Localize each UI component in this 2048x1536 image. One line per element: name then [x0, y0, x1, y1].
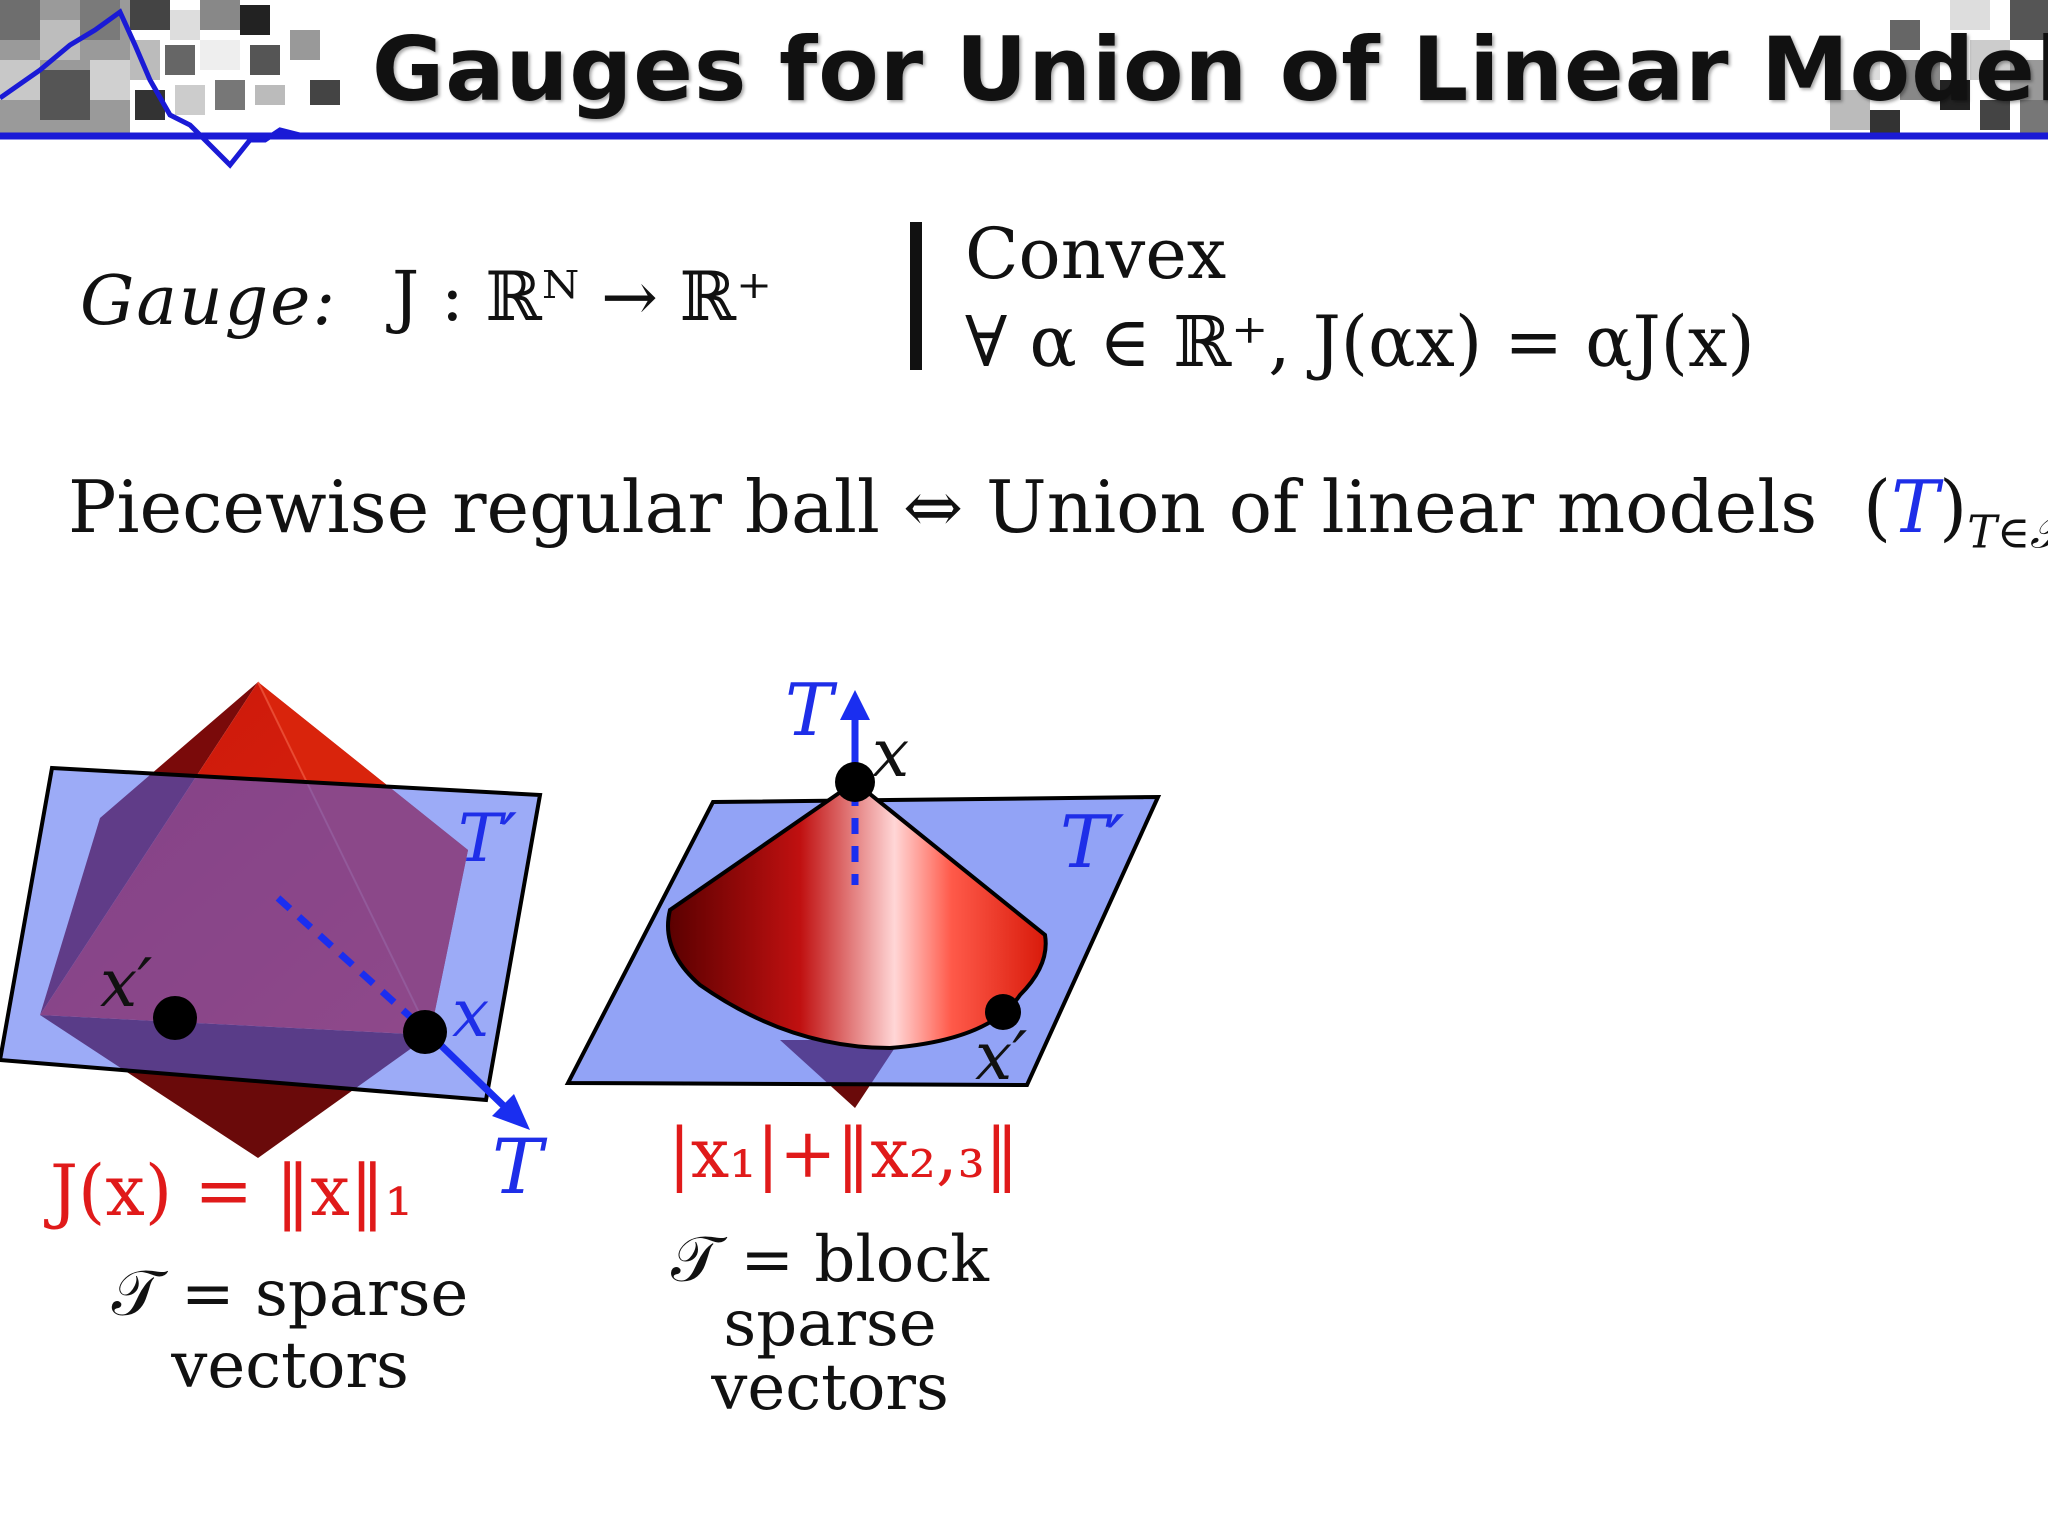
family-subscript: T∈𝒯 — [1967, 506, 2048, 559]
label-x-prime-right: x′ — [975, 1018, 1028, 1095]
caption-right: 𝒯 = block sparse vectors — [640, 1228, 1020, 1420]
point-x-prime-left — [153, 996, 197, 1040]
label-T-prime-right: T′ — [1060, 800, 1125, 884]
equivalence-statement: Piecewise regular ball ⇔ Union of linear… — [68, 465, 2048, 559]
header-curve — [0, 8, 301, 169]
cone-body — [666, 779, 1048, 1051]
label-T-left: T — [492, 1122, 543, 1211]
gauge-definition: J : ℝᴺ → ℝ⁺ — [392, 258, 772, 337]
point-x-left — [403, 1010, 447, 1054]
tangent-plane-left — [0, 765, 543, 1103]
header-decoration — [0, 0, 2048, 169]
caption-left-line1: 𝒯 = sparse — [111, 1257, 469, 1331]
slide-title: Gauges for Union of Linear Models — [372, 18, 2048, 121]
point-x-prime-right — [985, 994, 1021, 1030]
family-open: ( — [1862, 465, 1892, 549]
gauge-label: Gauge: — [80, 262, 338, 341]
dashed-direction-left — [275, 895, 428, 1033]
mosaic-right — [1830, 0, 2048, 135]
arrowhead-T-left — [492, 1094, 530, 1130]
point-x-right — [835, 762, 875, 802]
arrowhead-T-right — [840, 690, 870, 720]
cone-figure — [564, 690, 1162, 1108]
gauge-conditions: Convex ∀ α ∈ ℝ⁺, J(αx) = αJ(x) — [965, 210, 1755, 386]
l1-ball-figure — [0, 681, 543, 1158]
family-T: T — [1891, 465, 1940, 549]
caption-right-line1: 𝒯 = block — [671, 1223, 989, 1297]
condition-homogeneous: ∀ α ∈ ℝ⁺, J(αx) = αJ(x) — [965, 301, 1755, 383]
norm-formula-right: |x₁|+‖x₂,₃‖ — [668, 1115, 1019, 1194]
norm-formula-left: J(x) = ‖x‖₁ — [50, 1150, 413, 1232]
statement-right: Union of linear models — [986, 465, 1818, 549]
label-x-right: x — [872, 715, 910, 792]
label-x-left: x — [452, 975, 489, 1052]
caption-left-line2: vectors — [171, 1329, 409, 1403]
label-x-left-text: x — [452, 975, 490, 1052]
caption-right-line3: vectors — [711, 1351, 949, 1425]
condition-convex: Convex — [965, 213, 1227, 295]
condition-bar — [910, 222, 922, 370]
label-T-right: T — [785, 668, 834, 752]
caption-right-line2: sparse — [723, 1287, 937, 1361]
equivalence-arrow: ⇔ — [902, 465, 964, 549]
family-close: ) — [1939, 465, 1968, 549]
statement-left: Piecewise regular ball — [68, 465, 880, 549]
slide-header: Gauges for Union of Linear Models — [0, 0, 2048, 190]
label-T-prime-left: T′ — [458, 800, 518, 877]
caption-left: 𝒯 = sparse vectors — [90, 1262, 490, 1398]
label-x-prime-left: x′ — [100, 945, 153, 1022]
